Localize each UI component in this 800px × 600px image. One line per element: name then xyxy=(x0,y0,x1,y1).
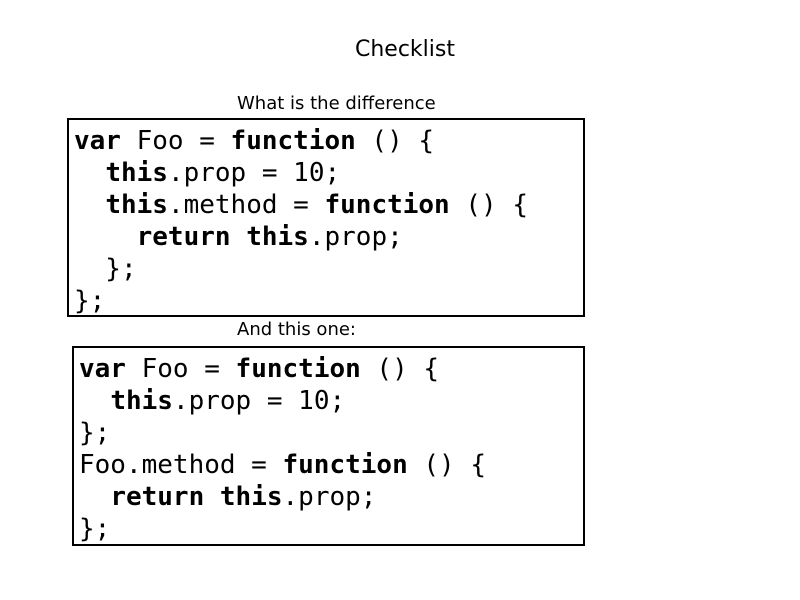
code-keyword: this xyxy=(219,482,283,512)
code-text: Foo.method = xyxy=(79,450,283,480)
code-line: return this.prop; xyxy=(74,221,583,253)
code-keyword: this xyxy=(105,190,168,220)
code-text: Foo = xyxy=(120,126,231,156)
caption-second: And this one: xyxy=(237,319,356,340)
code-line: this.prop = 10; xyxy=(74,157,583,189)
slide-title: Checklist xyxy=(355,37,455,62)
code-keyword: this xyxy=(110,386,173,416)
code-text: .prop = 10; xyxy=(172,386,346,416)
code-line: }; xyxy=(74,285,583,317)
code-keyword: return xyxy=(136,222,231,252)
code-text: }; xyxy=(74,286,106,316)
code-line: this.prop = 10; xyxy=(79,385,583,417)
code-text: () { xyxy=(407,450,487,480)
code-indent xyxy=(74,190,105,220)
code-line: var Foo = function () { xyxy=(79,353,583,385)
code-block-second: var Foo = function () { this.prop = 10; … xyxy=(72,346,585,546)
code-block-first: var Foo = function () { this.prop = 10; … xyxy=(67,118,585,317)
code-line: }; xyxy=(79,417,583,449)
code-indent xyxy=(79,386,110,416)
code-indent xyxy=(74,222,137,252)
code-text xyxy=(231,222,247,252)
code-text: () { xyxy=(360,354,440,384)
code-text: }; xyxy=(74,254,137,284)
code-keyword: function xyxy=(230,126,356,156)
code-keyword: var xyxy=(79,354,126,384)
code-keyword: function xyxy=(282,450,408,480)
code-line: this.method = function () { xyxy=(74,189,583,221)
code-line: var Foo = function () { xyxy=(74,125,583,157)
code-keyword: var xyxy=(74,126,121,156)
code-line: Foo.method = function () { xyxy=(79,449,583,481)
code-keyword: function xyxy=(235,354,361,384)
code-text xyxy=(204,482,220,512)
code-text: .prop; xyxy=(308,222,403,252)
code-text: }; xyxy=(79,514,111,544)
code-text: .prop = 10; xyxy=(167,158,341,188)
code-keyword: return xyxy=(110,482,205,512)
code-keyword: this xyxy=(105,158,168,188)
code-text: .prop; xyxy=(282,482,377,512)
code-text: }; xyxy=(79,418,111,448)
code-line: }; xyxy=(74,253,583,285)
code-text: Foo = xyxy=(125,354,236,384)
code-text: () { xyxy=(355,126,435,156)
code-text: () { xyxy=(449,190,528,220)
code-indent xyxy=(74,158,105,188)
code-keyword: this xyxy=(246,222,309,252)
code-line: }; xyxy=(79,513,583,545)
code-keyword: function xyxy=(324,190,450,220)
code-line: return this.prop; xyxy=(79,481,583,513)
code-text: .method = xyxy=(167,190,325,220)
code-indent xyxy=(79,482,110,512)
caption-first: What is the difference xyxy=(237,93,436,114)
